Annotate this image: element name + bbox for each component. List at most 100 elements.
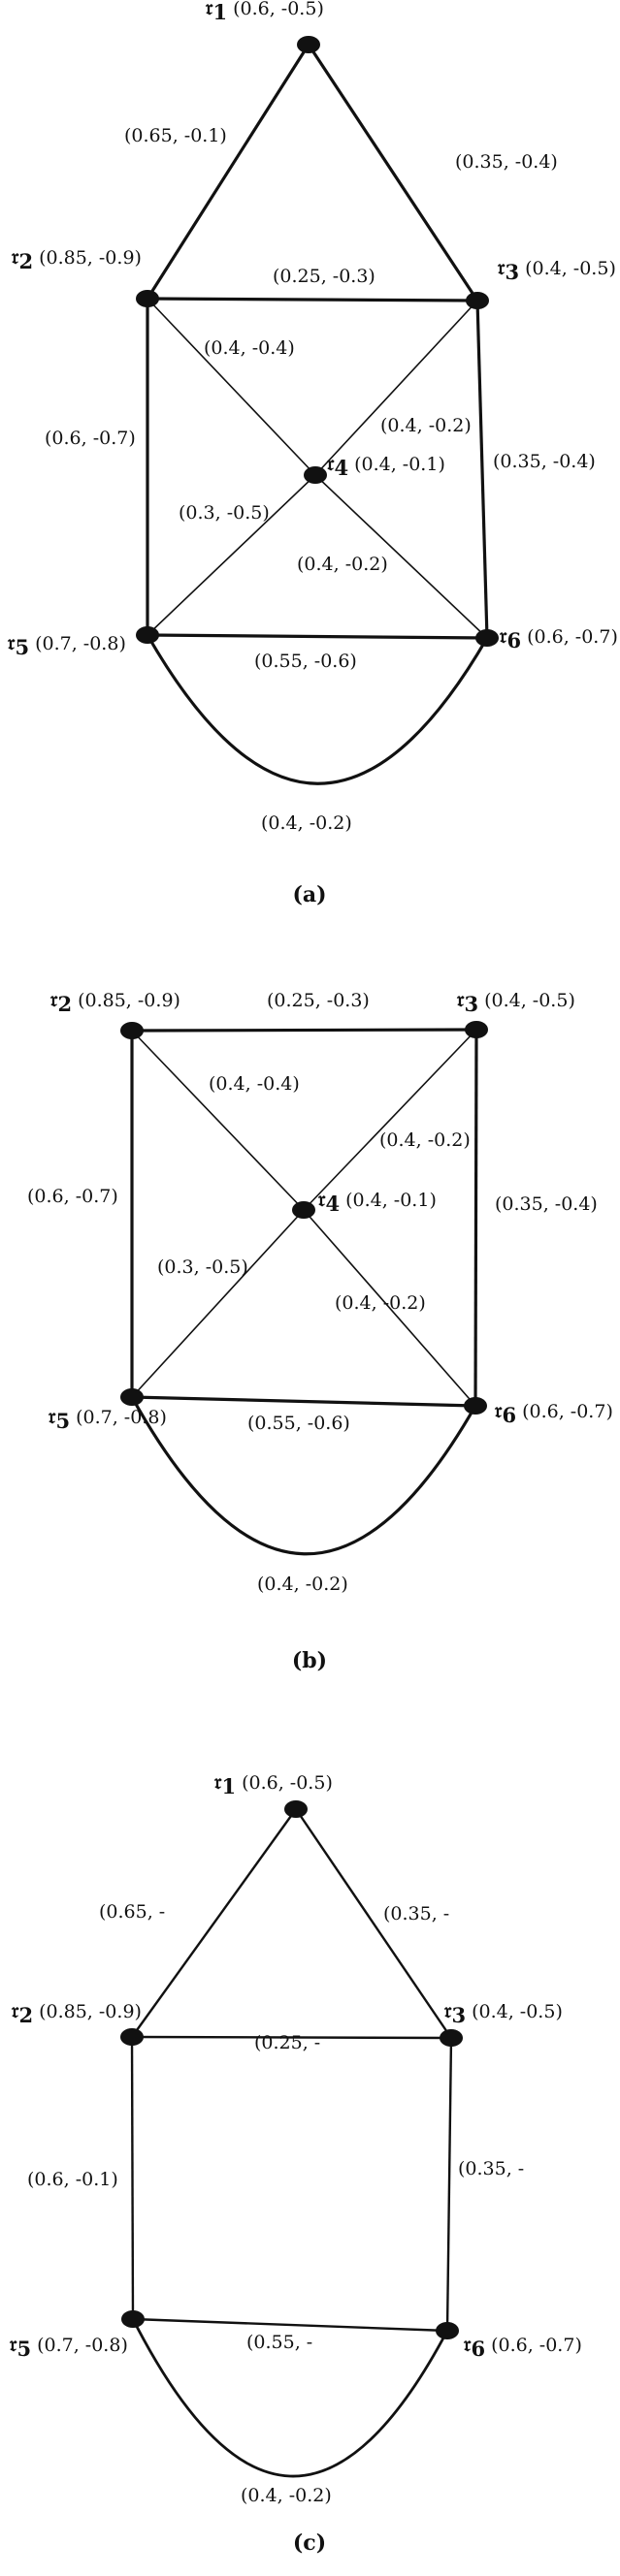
vertex-v5: [136, 626, 159, 644]
vertex-subscript: 6: [471, 2337, 485, 2361]
edge-label-v4-v6: (0.4, -0.2): [297, 554, 388, 575]
vertex-subscript: 4: [334, 456, 348, 480]
vertex-name: 𝔯: [48, 1404, 56, 1428]
vertex-value: (0.4, -0.1): [354, 454, 445, 475]
vertex-label-v5: 𝔯5(0.7, -0.8): [48, 1404, 167, 1433]
vertex-label-v1: 𝔯1(0.6, -0.5): [205, 0, 324, 24]
edge-label-v1-v2: (0.65, -0.1): [124, 125, 227, 146]
vertex-name: 𝔯: [11, 1998, 19, 2022]
edge-label-v1-v3: (0.35, -: [383, 1903, 449, 1924]
vertex-name: 𝔯: [213, 1769, 222, 1794]
vertex-name: 𝔯: [11, 244, 19, 269]
edge-v2-v4: [131, 1030, 305, 1211]
vertex-subscript: 2: [18, 249, 33, 273]
vertex-label-v2: 𝔯2(0.85, -0.9): [11, 1998, 142, 2027]
edge-label-v3-v4: (0.4, -0.2): [380, 415, 472, 436]
edge-v5-v6: [147, 633, 488, 640]
vertex-subscript: 4: [325, 1192, 340, 1216]
vertex-subscript: 5: [15, 635, 29, 659]
vertex-v4: [304, 466, 327, 484]
graph-a: (0.65, -0.1)(0.35, -0.4)(0.25, -0.3)(0.4…: [7, 0, 618, 907]
edge-label-v5-v6-c: (0.4, -0.2): [261, 812, 352, 834]
edge-label-v5-v6: (0.55, -: [246, 2332, 312, 2353]
edge-label-v1-v3: (0.35, -0.4): [455, 151, 558, 173]
edge-v2-v4: [147, 298, 316, 476]
vertex-label-v4: 𝔯4 (0.4, -0.1): [326, 451, 445, 480]
vertex-name: 𝔯: [463, 2332, 472, 2356]
edge-v5-v6: [131, 1395, 476, 1408]
vertex-label-v6: 𝔯6(0.6, -0.7): [499, 623, 618, 652]
edge-v2-v5: [130, 2036, 135, 2320]
vertex-v6: [475, 629, 499, 647]
vertex-label-v3: 𝔯3(0.4, -0.5): [497, 255, 616, 284]
caption-c: (c): [293, 2530, 326, 2556]
vertex-label-v6: 𝔯6(0.6, -0.7): [494, 1398, 613, 1427]
vertex-subscript: 5: [16, 2337, 31, 2361]
edge-label-v5-v6-c: (0.4, -0.2): [241, 2485, 332, 2506]
vertex-name: 𝔯: [7, 630, 16, 654]
edge-label-v3-v6: (0.35, -: [458, 2158, 524, 2179]
edge-label-v4-v6: (0.4, -0.2): [335, 1292, 426, 1314]
vertex-value: (0.6, -0.7): [527, 626, 618, 648]
graph-c: (0.65, -(0.35, -(0.25, -(0.6, -0.1)(0.35…: [9, 1769, 582, 2556]
vertex-value: (0.4, -0.1): [345, 1190, 437, 1211]
edge-v5-v6: [132, 2317, 448, 2333]
vertex-v5: [121, 2310, 145, 2328]
vertex-label-v2: 𝔯2(0.85, -0.9): [11, 244, 142, 273]
vertex-name: 𝔯: [494, 1398, 503, 1422]
edge-v1-v2: [131, 1808, 297, 2038]
vertex-v3: [465, 1021, 488, 1038]
vertex-value: (0.7, -0.8): [35, 633, 126, 654]
edge-v2-v3: [131, 2035, 452, 2040]
edge-v3-v6: [445, 2037, 453, 2332]
edge-label-v5-v6: (0.55, -0.6): [247, 1413, 350, 1434]
vertex-value: (0.6, -0.7): [522, 1401, 613, 1422]
edge-label-v4-v5: (0.3, -0.5): [157, 1256, 248, 1278]
vertex-v1: [297, 36, 320, 53]
edge-v4-v6: [303, 1209, 476, 1407]
edge-v5-v6-c-curve: [146, 634, 489, 785]
vertex-v2: [136, 290, 159, 307]
edge-label-v2-v5: (0.6, -0.1): [27, 2169, 118, 2190]
vertex-subscript: 6: [506, 628, 521, 652]
vertex-subscript: 5: [55, 1409, 70, 1433]
vertex-name: 𝔯: [456, 987, 465, 1011]
graph-b: (0.25, -0.3) (0.4, -0.4) (0.4, -0.2) (0.6, …: [27, 987, 613, 1673]
caption-a: (a): [292, 882, 326, 907]
vertex-value: (0.6, -0.7): [491, 2335, 582, 2356]
edge-v2-v3: [147, 297, 478, 302]
vertex-label-v5: 𝔯5 (0.7, -0.8): [7, 630, 126, 659]
vertex-name: 𝔯: [205, 0, 213, 19]
edge-v1-v2: [146, 44, 310, 300]
vertex-subscript: 3: [451, 2003, 466, 2027]
vertex-v6: [464, 1397, 487, 1415]
vertex-label-v3: 𝔯3(0.4, -0.5): [456, 987, 575, 1016]
vertex-v6: [436, 2322, 459, 2339]
edge-label-v2-v3: (0.25, -0.3): [267, 990, 370, 1011]
vertex-value: (0.85, -0.9): [39, 2001, 142, 2022]
edge-label-v5-v6: (0.55, -0.6): [254, 651, 357, 672]
vertex-value: (0.6, -0.5): [242, 1772, 333, 1794]
edge-v1-v3: [295, 1808, 452, 2039]
edge-label-v2-v3: (0.25, -: [254, 2032, 320, 2053]
vertex-v4: [292, 1201, 315, 1219]
edge-v5-v6-c-curve: [130, 1396, 477, 1556]
vertex-value: (0.7, -0.8): [37, 2335, 128, 2356]
edge-label-v2-v4: (0.4, -0.4): [209, 1073, 300, 1095]
vertex-name: 𝔯: [326, 451, 335, 475]
vertex-label-v4: 𝔯4(0.4, -0.1): [317, 1187, 437, 1216]
edge-v2-v3: [131, 1028, 477, 1033]
edge-label-v3-v6: (0.35, -0.4): [493, 451, 596, 472]
vertex-name: 𝔯: [317, 1187, 326, 1211]
edge-v1-v3: [307, 44, 479, 302]
edge-label-v4-v5: (0.3, -0.5): [179, 502, 270, 524]
vertex-value: (0.6, -0.5): [233, 0, 324, 19]
vertex-value: (0.4, -0.5): [484, 990, 575, 1011]
vertex-v2: [120, 1022, 144, 1039]
edge-label-v3-v6: (0.35, -0.4): [495, 1193, 598, 1215]
vertex-value: (0.4, -0.5): [525, 258, 616, 279]
vertex-v1: [284, 1800, 308, 1818]
vertex-value: (0.4, -0.5): [472, 2001, 563, 2022]
vertex-label-v5: 𝔯5(0.7, -0.8): [9, 2332, 128, 2361]
